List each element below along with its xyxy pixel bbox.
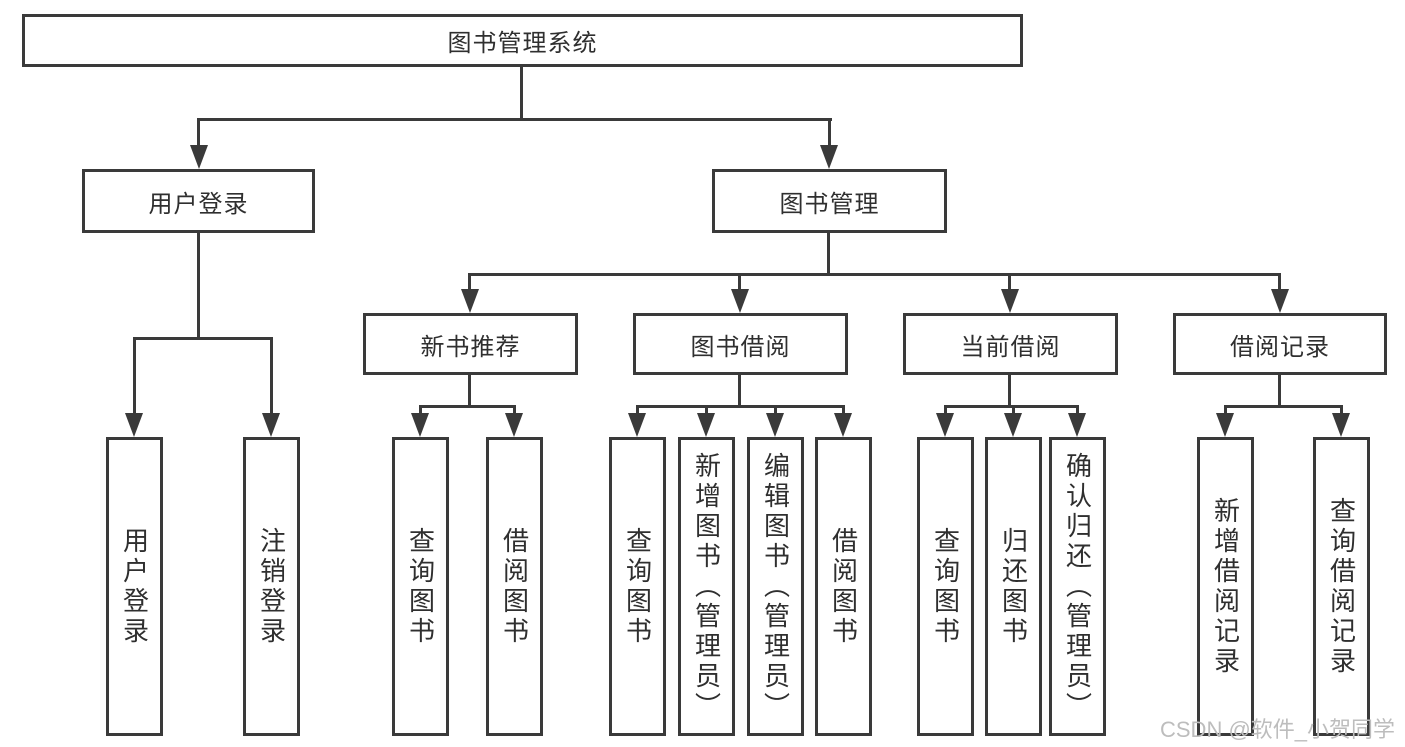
arrowhead-book-borrow-leaf-1 (628, 413, 646, 437)
node-current-borrow: 当前借阅 (903, 313, 1118, 375)
leaf-edit-books-admin: 编辑图书（管理员） (747, 437, 804, 736)
csdn-watermark: CSDN @软件_小贺同学 (1160, 717, 1396, 742)
arrowhead-book-borrow-leaf-2 (697, 413, 715, 437)
arrowhead-user-login (190, 145, 208, 169)
leaf-label: 借阅图书 (499, 526, 530, 647)
connector-borrow-records-branch (1224, 405, 1343, 408)
leaf-label: 查询图书 (622, 526, 653, 647)
leaf-label: 新增图书（管理员） (691, 451, 722, 722)
leaf-return-books: 归还图书 (985, 437, 1042, 736)
node-label: 图书借阅 (690, 333, 791, 361)
connector-book-borrow-drop-4 (842, 405, 845, 417)
arrowhead-book-borrow (731, 289, 749, 313)
connector-book-mgmt-branch (468, 273, 1281, 276)
arrowhead-borrow-records-leaf-1 (1216, 413, 1234, 437)
connector-book-mgmt-drop-4 (1278, 273, 1281, 293)
connector-borrow-records-drop-1 (1224, 405, 1227, 417)
leaf-label: 新增借阅记录 (1210, 496, 1241, 677)
leaf-logout: 注销登录 (243, 437, 300, 736)
leaf-query-books-recommend: 查询图书 (392, 437, 449, 736)
connector-current-borrow-drop-2 (1012, 405, 1015, 417)
leaf-label: 注销登录 (256, 526, 287, 647)
leaf-query-borrow-record: 查询借阅记录 (1313, 437, 1370, 736)
connector-new-book-stem (468, 375, 471, 408)
arrowhead-book-borrow-leaf-4 (834, 413, 852, 437)
connector-borrow-records-stem (1278, 375, 1281, 408)
arrowhead-user-login-leaf-2 (262, 413, 280, 437)
arrowhead-current-borrow (1001, 289, 1019, 313)
arrowhead-book-management (820, 145, 838, 169)
node-label: 图书管理系统 (447, 30, 598, 57)
leaf-label: 归还图书 (998, 526, 1029, 647)
leaf-confirm-return-admin: 确认归还（管理员） (1049, 437, 1106, 736)
connector-root-branch (197, 118, 832, 121)
node-label: 新书推荐 (420, 333, 521, 361)
leaf-label: 查询图书 (930, 526, 961, 647)
arrowhead-new-book-leaf-2 (505, 413, 523, 437)
leaf-add-borrow-record: 新增借阅记录 (1197, 437, 1254, 736)
leaf-query-books-borrow: 查询图书 (609, 437, 666, 736)
leaf-borrow-books: 借阅图书 (815, 437, 872, 736)
connector-user-login-branch (133, 337, 273, 340)
arrowhead-new-book-leaf-1 (411, 413, 429, 437)
node-label: 当前借阅 (960, 333, 1061, 361)
leaf-label: 用户登录 (119, 526, 150, 647)
arrowhead-book-borrow-leaf-3 (766, 413, 784, 437)
leaf-query-books-current: 查询图书 (917, 437, 974, 736)
node-borrow-records: 借阅记录 (1173, 313, 1387, 375)
node-library-management-system: 图书管理系统 (22, 14, 1023, 67)
connector-book-borrow-stem (738, 375, 741, 408)
connector-root-drop-left (197, 118, 200, 148)
leaf-label: 确认归还（管理员） (1062, 451, 1093, 722)
connector-book-mgmt-drop-1 (468, 273, 471, 293)
node-book-management: 图书管理 (712, 169, 947, 233)
arrowhead-user-login-leaf-1 (125, 413, 143, 437)
arrowhead-current-borrow-leaf-1 (936, 413, 954, 437)
connector-borrow-records-drop-2 (1340, 405, 1343, 417)
node-label: 借阅记录 (1230, 333, 1330, 361)
connector-book-mgmt-stem (827, 233, 830, 276)
connector-book-borrow-drop-2 (705, 405, 708, 417)
connector-new-book-drop-1 (419, 405, 422, 417)
arrowhead-borrow-records-leaf-2 (1332, 413, 1350, 437)
connector-new-book-branch (419, 405, 515, 408)
connector-book-borrow-branch (636, 405, 845, 408)
arrowhead-current-borrow-leaf-3 (1068, 413, 1086, 437)
node-new-book-recommend: 新书推荐 (363, 313, 578, 375)
leaf-add-books-admin: 新增图书（管理员） (678, 437, 735, 736)
arrowhead-new-book-recommend (461, 289, 479, 313)
leaf-label: 查询图书 (405, 526, 436, 647)
connector-new-book-drop-2 (513, 405, 516, 417)
connector-current-borrow-drop-1 (944, 405, 947, 417)
connector-book-borrow-drop-1 (636, 405, 639, 417)
node-user-login: 用户登录 (82, 169, 315, 233)
connector-current-borrow-branch (944, 405, 1078, 408)
connector-current-borrow-stem (1008, 375, 1011, 408)
leaf-label: 查询借阅记录 (1326, 496, 1357, 677)
connector-current-borrow-drop-3 (1076, 405, 1079, 417)
arrowhead-borrow-records (1271, 289, 1289, 313)
leaf-label: 编辑图书（管理员） (760, 451, 791, 722)
connector-user-login-drop-2 (270, 337, 273, 417)
leaf-borrow-books-recommend: 借阅图书 (486, 437, 543, 736)
connector-book-mgmt-drop-3 (1008, 273, 1011, 293)
node-label: 图书管理 (779, 190, 880, 218)
connector-root-drop-right (828, 118, 831, 148)
node-book-borrow: 图书借阅 (633, 313, 848, 375)
connector-root-stem (520, 67, 523, 121)
leaf-label: 借阅图书 (828, 526, 859, 647)
node-label: 用户登录 (148, 190, 249, 218)
arrowhead-current-borrow-leaf-2 (1004, 413, 1022, 437)
connector-user-login-stem (197, 233, 200, 340)
connector-book-borrow-drop-3 (774, 405, 777, 417)
connector-book-mgmt-drop-2 (738, 273, 741, 293)
connector-user-login-drop-1 (133, 337, 136, 417)
leaf-user-login: 用户登录 (106, 437, 163, 736)
